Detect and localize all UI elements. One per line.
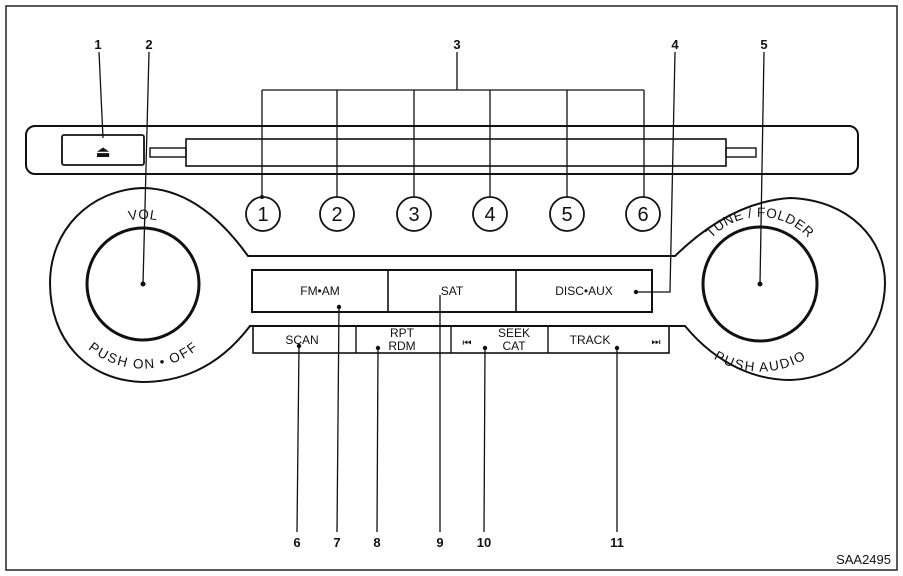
tune-folder-knob[interactable] [701, 225, 819, 343]
callout-11: 11 [610, 535, 624, 550]
callout-7: 7 [333, 535, 340, 550]
callout-2: 2 [145, 37, 152, 52]
track-forward-icon: ⏭ [652, 337, 661, 348]
callout-8: 8 [373, 535, 380, 550]
leader-1 [98, 51, 104, 139]
disc-slot-right-guide [725, 147, 757, 158]
volume-knob[interactable] [85, 226, 201, 342]
cat-label: CAT [502, 339, 526, 353]
main-panel [48, 186, 887, 384]
leader-4 [636, 51, 676, 293]
leader-7 [336, 306, 340, 533]
leader-dots [140, 195, 639, 351]
leader-10 [483, 347, 486, 533]
source-button-row [251, 269, 653, 313]
preset-label-2: 2 [331, 204, 342, 226]
callout-3: 3 [453, 37, 460, 52]
preset-buttons: 1 2 3 4 5 6 [245, 196, 661, 232]
tune-knob-bottom-label: PUSH AUDIO [712, 348, 808, 375]
callout-10: 10 [477, 535, 491, 550]
seek-label: SEEK [498, 326, 530, 340]
rdm-label: RDM [388, 339, 415, 353]
callout-1: 1 [94, 37, 101, 52]
preset-label-5: 5 [561, 204, 572, 226]
eject-icon: ⏏ [95, 144, 110, 161]
callout-5: 5 [760, 37, 767, 52]
figure-frame [5, 5, 898, 571]
volume-knob-bottom-label: PUSH ON • OFF [86, 339, 200, 372]
tune-knob-top-label: TUNE / FOLDER [703, 205, 817, 241]
leader-5 [759, 51, 765, 285]
top-panel [25, 125, 859, 175]
leader-6 [296, 345, 300, 533]
sat-label: SAT [441, 284, 464, 298]
rpt-label: RPT [390, 326, 415, 340]
callout-9: 9 [436, 535, 443, 550]
preset-button-6[interactable] [625, 196, 661, 232]
leader-lines [98, 51, 765, 533]
scan-label: SCAN [285, 333, 318, 347]
disc-aux-label: DISC•AUX [555, 284, 613, 298]
fm-am-label: FM•AM [300, 284, 340, 298]
preset-label-3: 3 [408, 204, 419, 226]
seek-back-icon: ⏮ [463, 338, 472, 349]
track-label: TRACK [570, 333, 611, 347]
leader-8 [376, 347, 379, 533]
disc-slot [185, 138, 727, 167]
function-button-row [252, 325, 670, 354]
preset-label-6: 6 [637, 204, 648, 226]
disc-slot-left-guide [149, 147, 187, 158]
preset-label-4: 4 [484, 204, 495, 226]
figure-code: SAA2495 [836, 552, 891, 567]
callout-6: 6 [293, 535, 300, 550]
volume-knob-top-label: VOL [127, 207, 159, 223]
preset-label-1: 1 [257, 204, 268, 226]
leader-2 [142, 51, 150, 285]
callout-4: 4 [671, 37, 679, 52]
